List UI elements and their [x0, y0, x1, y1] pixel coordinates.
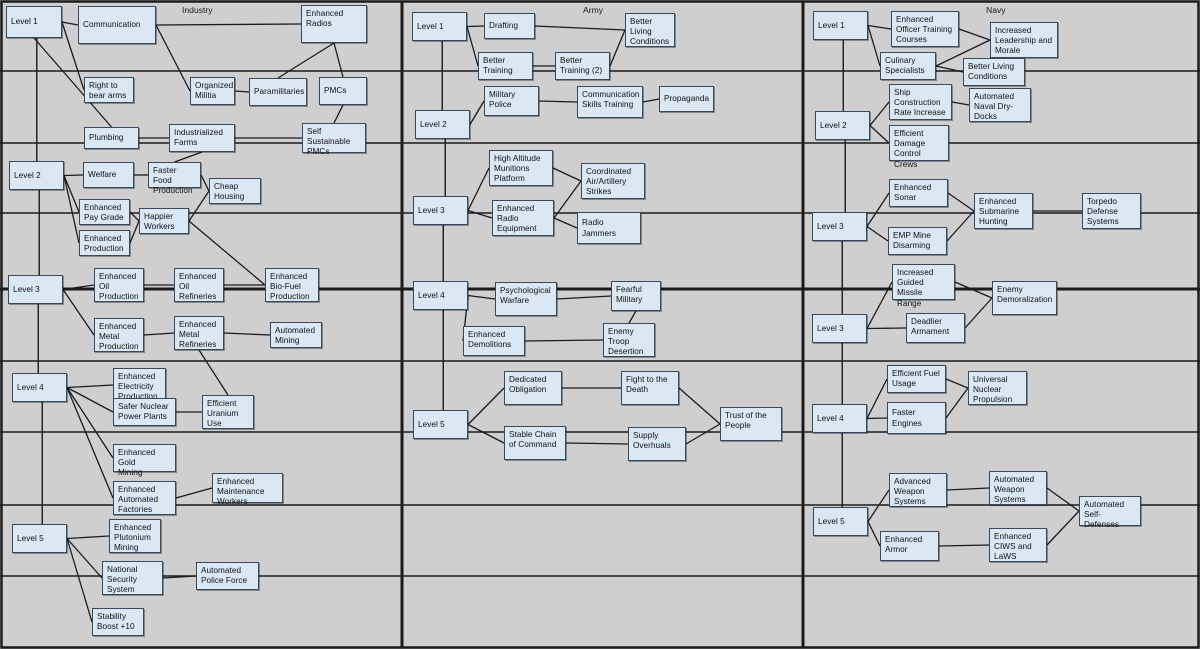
tech-node-i_epm[interactable]: Enhanced Plutonium Mining	[109, 519, 161, 553]
tech-node-n_l3b[interactable]: Level 3	[812, 314, 867, 343]
tech-node-n_aws[interactable]: Advanced Weapon Systems	[889, 473, 947, 507]
tech-node-n_l3a[interactable]: Level 3	[812, 212, 867, 241]
tech-node-n_ecl[interactable]: Enhanced CIWS and LaWS	[989, 528, 1047, 562]
tech-node-a_bt2[interactable]: Better Training (2)	[555, 52, 610, 80]
tech-node-a_l4[interactable]: Level 4	[413, 281, 468, 310]
tech-node-a_blc[interactable]: Better Living Conditions	[625, 13, 675, 47]
tech-node-i_l2[interactable]: Level 2	[9, 161, 64, 190]
tech-node-i_para[interactable]: Paramilitaries	[249, 78, 307, 106]
tech-node-i_eop[interactable]: Enhanced Oil Production	[94, 268, 144, 302]
tech-node-i_eaf[interactable]: Enhanced Automated Factories	[113, 481, 176, 515]
tech-node-a_cst[interactable]: Communication Skills Training	[577, 86, 643, 118]
tech-node-a_tp[interactable]: Trust of the People	[720, 407, 782, 441]
tech-node-a_rj[interactable]: Radio Jammers	[577, 212, 641, 244]
tech-node-n_blc[interactable]: Better Living Conditions	[963, 58, 1025, 86]
tech-node-n_l5[interactable]: Level 5	[813, 507, 868, 536]
tech-node-i_apf[interactable]: Automated Police Force	[196, 562, 259, 590]
tech-node-n_auws[interactable]: Automated Weapon Systems	[989, 471, 1047, 505]
tech-node-a_l1[interactable]: Level 1	[412, 12, 467, 41]
tech-node-i_pmc[interactable]: PMCs	[319, 77, 367, 105]
column-title-army: Army	[583, 5, 604, 15]
tech-node-i_l4[interactable]: Level 4	[12, 373, 67, 402]
tech-node-n_l4[interactable]: Level 4	[812, 404, 867, 433]
tech-node-i_sb[interactable]: Stability Boost +10	[92, 608, 144, 636]
tech-node-i_ebf[interactable]: Enhanced Bio-Fuel Production	[265, 268, 319, 302]
tech-node-n_ea[interactable]: Enhanced Armor	[880, 531, 939, 561]
tech-node-i_egm[interactable]: Enhanced Gold Mining	[113, 444, 176, 477]
tech-node-i_ifarm[interactable]: Industrialized Farms	[169, 124, 235, 152]
tech-node-i_emr[interactable]: Enhanced Metal Refineries	[174, 316, 224, 350]
tech-node-n_fe[interactable]: Faster Engines	[887, 402, 946, 434]
tech-node-i_rad[interactable]: Enhanced Radios	[301, 5, 367, 43]
tech-node-a_scc[interactable]: Stable Chain of Command	[504, 426, 566, 460]
tech-node-i_l5[interactable]: Level 5	[12, 524, 67, 553]
tech-node-i_emw[interactable]: Enhanced Maintenance Workers	[212, 473, 283, 506]
tech-node-n_l2[interactable]: Level 2	[815, 111, 870, 140]
tech-node-n_ilm[interactable]: Increased Leadership and Morale	[990, 22, 1058, 58]
tech-node-i_spmc[interactable]: Self Sustainable PMCs	[302, 123, 366, 156]
tech-node-n_edcc[interactable]: Efficient Damage Control Crews	[889, 125, 949, 169]
tech-node-i_l1[interactable]: Level 1	[6, 6, 62, 38]
tech-node-n_unp[interactable]: Universal Nuclear Propulsion	[968, 371, 1027, 405]
tech-node-n_es[interactable]: Enhanced Sonar	[889, 179, 948, 207]
tech-node-n_da[interactable]: Deadlier Armament	[906, 313, 965, 343]
tech-node-a_ere[interactable]: Enhanced Radio Equipment	[492, 200, 554, 236]
tech-node-n_esh[interactable]: Enhanced Submarine Hunting	[974, 193, 1033, 229]
tech-node-n_emd[interactable]: EMP Mine Disarming	[888, 227, 947, 255]
tech-node-i_chh[interactable]: Cheap Housing	[209, 178, 261, 204]
tech-node-i_rtba[interactable]: Right to bear arms	[84, 77, 134, 103]
tech-node-a_so[interactable]: Supply Overhuals	[628, 427, 686, 461]
tech-node-i_nss[interactable]: National Security System	[102, 561, 163, 595]
tech-node-n_asd[interactable]: Automated Self-Defenses	[1079, 496, 1141, 529]
tech-node-i_ep[interactable]: Enhanced Production	[79, 230, 130, 256]
tech-node-n_cs[interactable]: Culinary Specialists	[880, 52, 936, 80]
tech-node-a_ftd[interactable]: Fight to the Death	[621, 371, 679, 405]
tech-node-i_wel[interactable]: Welfare	[83, 162, 134, 188]
tech-node-i_comm[interactable]: Communication	[78, 6, 156, 44]
tech-node-a_pw[interactable]: Psychological Warfare	[495, 282, 557, 316]
tech-node-a_ed[interactable]: Enhanced Demolitions	[463, 326, 525, 356]
tech-node-n_tds[interactable]: Torpedo Defense Systems	[1082, 193, 1141, 229]
tech-node-a_caas[interactable]: Coordinated Air/Artillery Strikes	[581, 163, 645, 199]
tech-node-i_l3[interactable]: Level 3	[8, 275, 63, 304]
tech-node-a_bt[interactable]: Better Training	[478, 52, 533, 80]
tech-node-n_igmr[interactable]: Increased Guided Missile Range	[892, 264, 955, 308]
tech-node-a_fm[interactable]: Fearful Military	[611, 281, 661, 311]
tech-node-i_ffp[interactable]: Faster Food Production	[148, 162, 201, 195]
tech-node-n_eotc[interactable]: Enhanced Officer Training Courses	[891, 11, 959, 47]
column-title-navy: Navy	[986, 5, 1006, 15]
tech-node-i_eor[interactable]: Enhanced Oil Refineries	[174, 268, 224, 302]
tech-node-a_draft[interactable]: Drafting	[484, 13, 535, 39]
tech-node-a_prop[interactable]: Propaganda	[659, 86, 714, 112]
tech-node-a_l5[interactable]: Level 5	[413, 410, 468, 439]
tech-node-i_plum[interactable]: Plumbing	[84, 127, 139, 149]
tech-node-i_epg[interactable]: Enhanced Pay Grade	[79, 199, 130, 225]
tech-node-i_euu[interactable]: Efficient Uranium Use	[202, 395, 254, 429]
tech-node-i_omil[interactable]: Organized Militia	[190, 77, 235, 105]
tech-node-i_hw[interactable]: Happier Workers	[139, 208, 189, 234]
tech-node-n_scri[interactable]: Ship Construction Rate Increase	[889, 84, 952, 120]
tech-node-a_mp[interactable]: Military Police	[484, 86, 539, 116]
tech-node-i_am[interactable]: Automated Mining	[270, 322, 322, 348]
tech-node-i_emp[interactable]: Enhanced Metal Production	[94, 318, 144, 352]
tech-node-a_l2[interactable]: Level 2	[415, 110, 470, 139]
tech-node-i_eep[interactable]: Enhanced Electricity Production	[113, 368, 166, 402]
tech-node-n_efu[interactable]: Efficient Fuel Usage	[887, 365, 946, 393]
tech-node-n_andd[interactable]: Automated Naval Dry- Docks	[969, 88, 1031, 122]
tech-node-a_hamp[interactable]: High Altitude Munitions Platform	[489, 150, 553, 186]
tech-node-n_edem[interactable]: Enemy Demoralization	[992, 281, 1057, 315]
tech-node-n_l1[interactable]: Level 1	[813, 11, 868, 40]
column-title-industry: Industry	[182, 5, 213, 15]
tech-node-a_do[interactable]: Dedicated Obligation	[504, 371, 562, 405]
tech-node-i_snpp[interactable]: Safer Nuclear Power Plants	[113, 398, 176, 426]
tech-node-a_l3[interactable]: Level 3	[413, 196, 468, 225]
tech-node-a_etd[interactable]: Enemy Troop Desertion	[603, 323, 655, 357]
